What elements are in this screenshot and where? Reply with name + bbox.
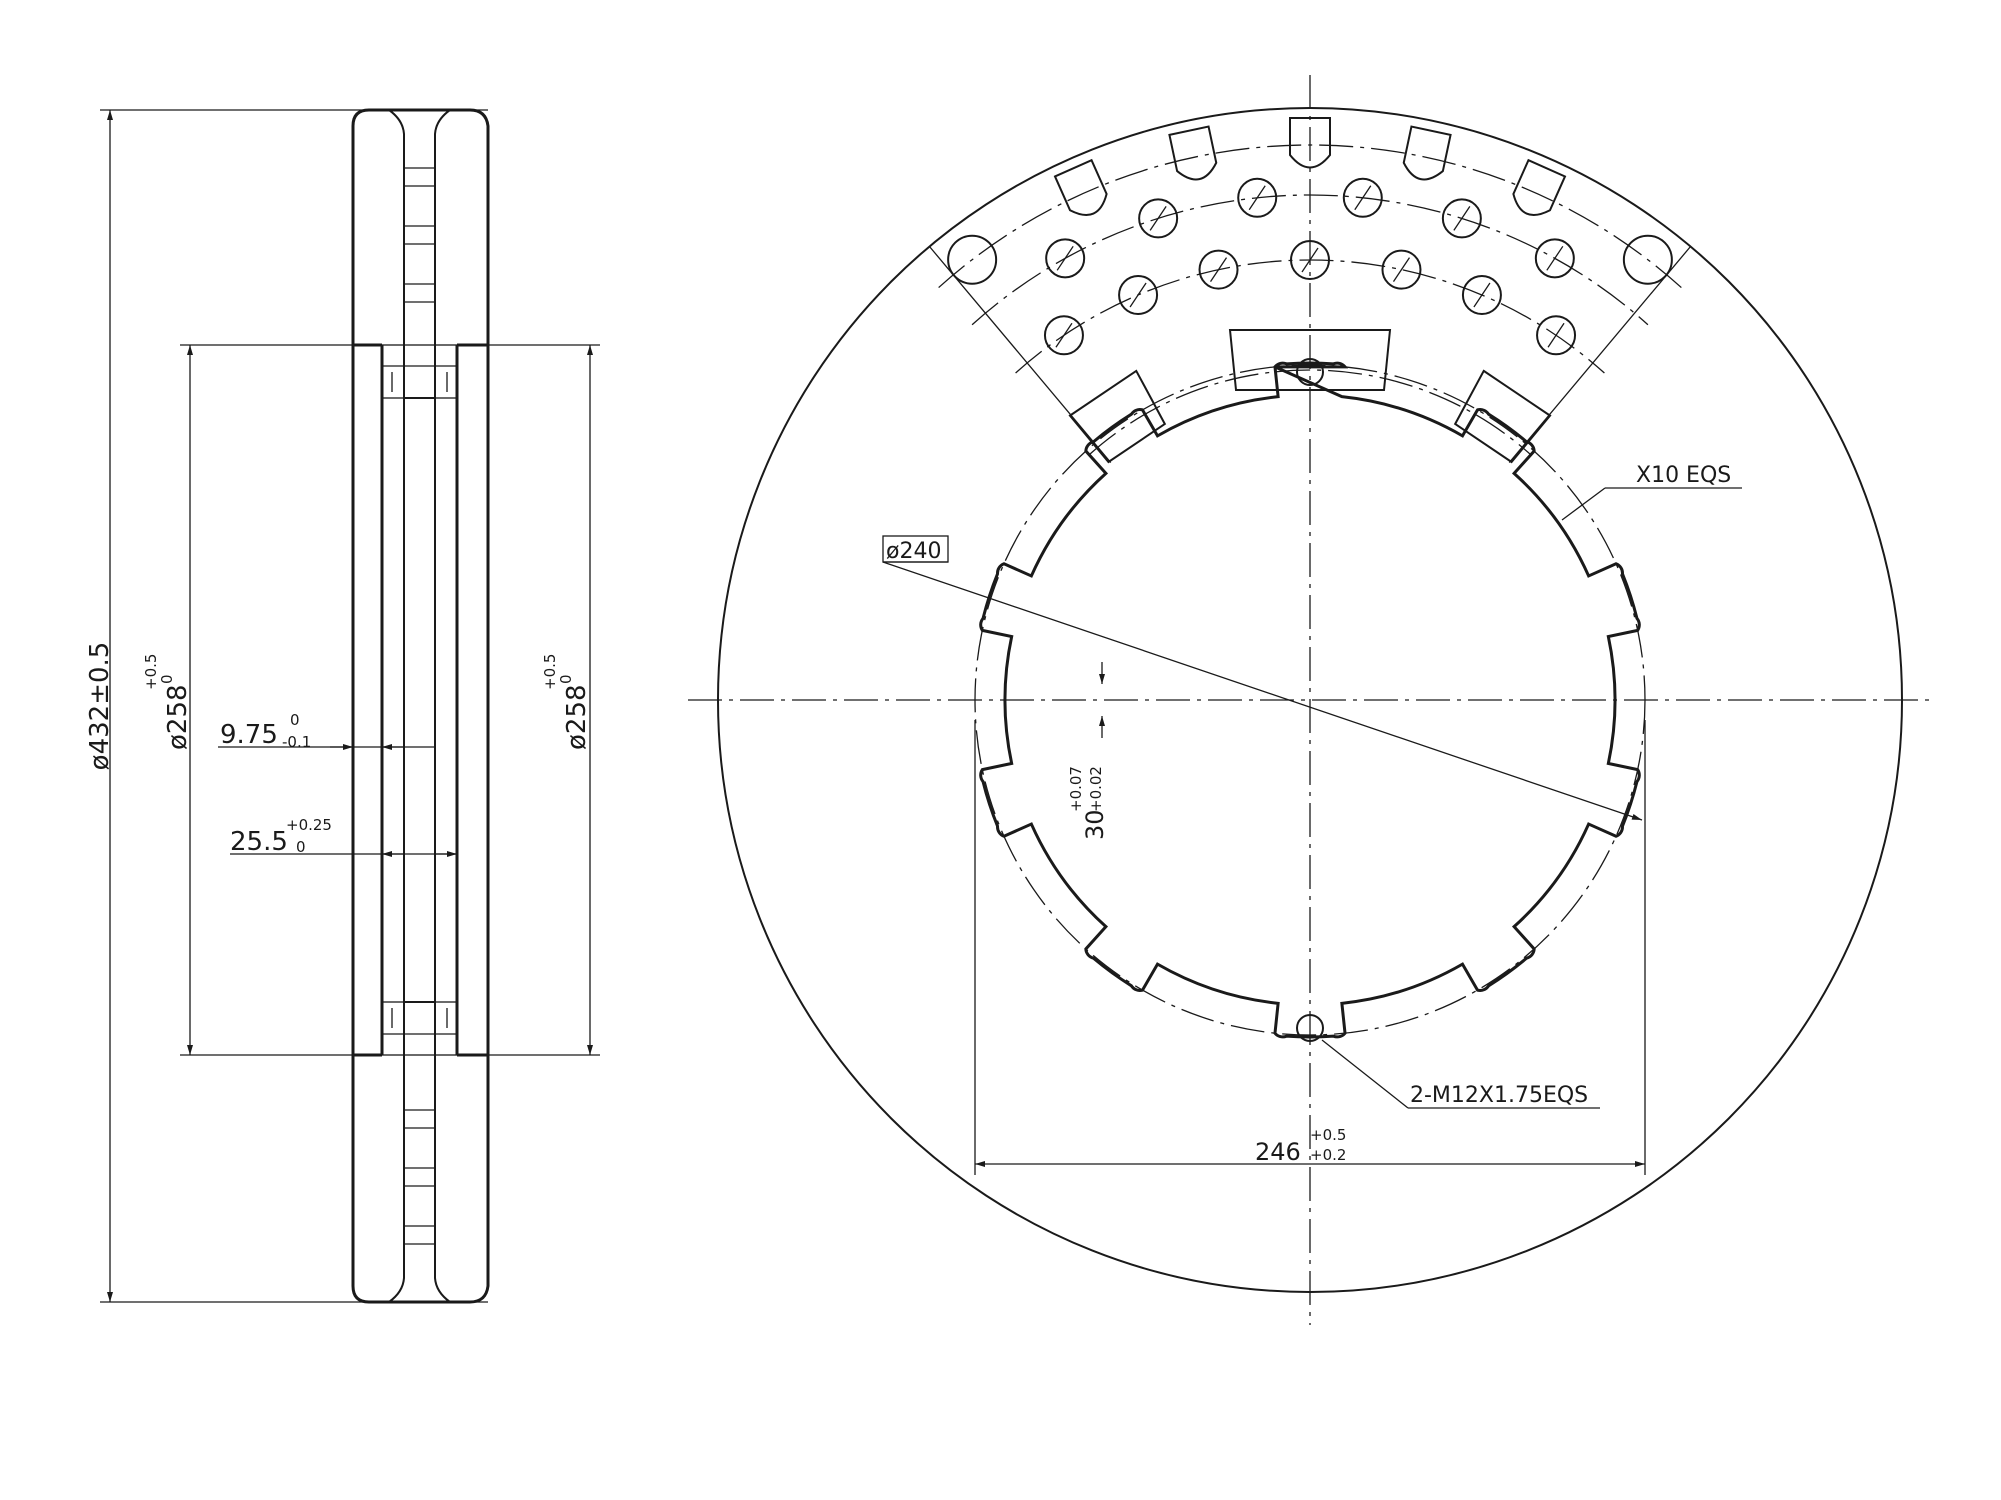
- mounting-boss-1: [1228, 329, 1392, 391]
- front-view: ø240 X10 EQS 30 +0.07 +0.02 2-M12X1.75EQ…: [688, 75, 1932, 1325]
- drilled-hole-9: [1342, 177, 1383, 218]
- vent-slot-4: [1512, 158, 1567, 216]
- dim-inner-left-upper: +0.5: [142, 654, 160, 690]
- outer-plate-left: [388, 109, 405, 1303]
- dim-inner-diameter-left: ø258 +0.5 0: [142, 344, 353, 1056]
- pitch-circle-hub: [974, 364, 1646, 1036]
- vent-slot-2: [1289, 117, 1331, 169]
- dim-inner-right-main: ø258: [562, 684, 592, 750]
- threaded-hole-top: [1296, 358, 1324, 386]
- dim-slot-main: 30: [1081, 809, 1109, 840]
- sector-line-0: [928, 246, 1112, 463]
- dim-inner-left-lower: 0: [158, 674, 176, 684]
- dim-hub-upper: +0.25: [286, 816, 332, 834]
- dim-outer-diameter-text: ø432±0.5: [85, 642, 115, 771]
- dim-flange-lower: -0.1: [282, 733, 311, 751]
- dim-across-lower: +0.2: [1310, 1146, 1346, 1164]
- vent-slots: [1053, 117, 1567, 216]
- drilled-hole-1: [1118, 274, 1159, 315]
- dim-pilot-diameter-text: ø240: [886, 539, 941, 564]
- cooling-vanes: [404, 167, 435, 1245]
- side-section-view: ø432±0.5 ø258 +0.5 0 ø258 +0.5 0: [85, 108, 600, 1304]
- dim-slot-upper: +0.07: [1067, 766, 1085, 812]
- drilled-hole-0: [1043, 315, 1084, 356]
- dim-pilot-diameter: ø240: [882, 535, 1643, 821]
- slot-count-text: X10 EQS: [1636, 463, 1731, 488]
- drilled-hole-8: [1237, 177, 1278, 218]
- drilled-hole-10: [1441, 198, 1482, 239]
- hub-section: [353, 343, 488, 1057]
- pitch-arc-3: [938, 144, 1682, 289]
- slot-count-leader: X10 EQS: [1561, 463, 1742, 521]
- dim-across-upper: +0.5: [1310, 1126, 1346, 1144]
- drilled-hole-5: [1536, 315, 1577, 356]
- drilled-hole-3: [1381, 249, 1422, 290]
- drilled-hole-13: [947, 234, 998, 285]
- drilled-hole-2: [1198, 249, 1239, 290]
- dim-hub-width: 25.5 +0.25 0: [230, 816, 457, 857]
- dim-slot-width: 30 +0.07 +0.02: [1067, 662, 1109, 840]
- drilled-hole-7: [1138, 198, 1179, 239]
- cross-drilled-holes: [947, 177, 1673, 356]
- vent-slot-3: [1402, 125, 1452, 181]
- pitch-arc-2: [971, 194, 1649, 326]
- dim-outer-diameter: ø432±0.5: [85, 109, 353, 1303]
- dim-inner-right-lower: 0: [557, 674, 575, 684]
- dim-inner-left-main: ø258: [163, 684, 193, 750]
- sector-line-1: [1508, 246, 1692, 463]
- dim-slot-lower: +0.02: [1087, 766, 1105, 812]
- mounting-boss-2: [1453, 369, 1552, 464]
- thread-leader: 2-M12X1.75EQS: [1321, 1039, 1600, 1109]
- dim-across-main: 246: [1255, 1138, 1301, 1166]
- threaded-hole-bottom: [1296, 1014, 1324, 1042]
- dim-flange-upper: 0: [290, 711, 300, 729]
- thread-text: 2-M12X1.75EQS: [1410, 1083, 1588, 1108]
- dim-hub-lower: 0: [296, 838, 306, 856]
- drilled-hole-14: [1622, 234, 1673, 285]
- drilled-hole-4: [1461, 274, 1502, 315]
- outer-plate-right: [434, 109, 451, 1303]
- dim-inner-diameter-right: ø258 +0.5 0: [488, 344, 600, 1056]
- mounting-bosses: [1068, 329, 1552, 464]
- mounting-boss-0: [1068, 369, 1167, 464]
- vent-slot-0: [1053, 158, 1108, 216]
- drilled-hole-12: [1290, 240, 1330, 280]
- drilled-hole-6: [1045, 238, 1086, 279]
- dim-inner-right-upper: +0.5: [541, 654, 559, 690]
- dim-hub-main: 25.5: [230, 827, 288, 857]
- dim-flange-thickness: 9.75 0 -0.1: [218, 711, 435, 751]
- disc-outer-edge: [717, 107, 1903, 1293]
- dim-across-slots: 246 +0.5 +0.2: [974, 720, 1646, 1175]
- dim-flange-main: 9.75: [220, 720, 278, 750]
- bore-profile: [979, 361, 1641, 1039]
- drilled-hole-11: [1534, 238, 1575, 279]
- disc-side-profile: [351, 108, 490, 1304]
- vent-slot-1: [1168, 125, 1218, 181]
- sector-boundaries: [928, 246, 1692, 463]
